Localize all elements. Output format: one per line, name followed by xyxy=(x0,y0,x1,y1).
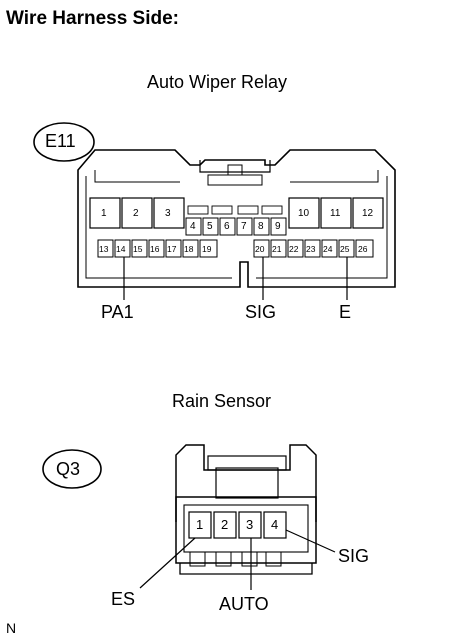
relay-pin-11: 11 xyxy=(330,208,341,219)
sensor-connector-id: Q3 xyxy=(56,459,81,479)
relay-caption: Auto Wiper Relay xyxy=(147,72,288,92)
relay-pin-22: 22 xyxy=(289,244,299,254)
relay-pin-2: 2 xyxy=(133,208,139,219)
relay-pin-14: 14 xyxy=(116,244,126,254)
relay-pin-26: 26 xyxy=(358,244,368,254)
relay-pin-1: 1 xyxy=(101,208,107,219)
relay-pin-8: 8 xyxy=(258,221,264,232)
sensor-pin-2: 2 xyxy=(221,517,229,532)
sensor-pin-3: 3 xyxy=(246,517,254,532)
relay-pin-17: 17 xyxy=(167,244,177,254)
relay-callout-pa1: PA1 xyxy=(101,302,134,322)
relay-pin-5: 5 xyxy=(207,221,213,232)
relay-pin-24: 24 xyxy=(323,244,333,254)
relay-pin-19: 19 xyxy=(202,244,212,254)
relay-pin-10: 10 xyxy=(298,208,310,219)
relay-pin-13: 13 xyxy=(99,244,109,254)
relay-callout-sig: SIG xyxy=(245,302,277,322)
relay-pin-4: 4 xyxy=(190,221,196,232)
sensor-id-ellipse xyxy=(42,449,102,489)
sensor-pin-4: 4 xyxy=(271,517,279,532)
relay-pin-3: 3 xyxy=(165,208,171,219)
relay-pin-15: 15 xyxy=(133,244,143,254)
page-title: Wire Harness Side: xyxy=(6,8,180,29)
relay-pin-25: 25 xyxy=(340,244,350,254)
relay-pin-21: 21 xyxy=(272,244,282,254)
relay-pin-9: 9 xyxy=(275,221,281,232)
relay-callout-e: E xyxy=(339,302,352,322)
relay-housing xyxy=(77,149,396,288)
relay-pin-7: 7 xyxy=(241,221,247,232)
relay-pin-6: 6 xyxy=(224,221,230,232)
relay-pin-20: 20 xyxy=(255,244,265,254)
corner-mark: N xyxy=(6,620,17,636)
sensor-callout-es: ES xyxy=(111,589,136,609)
relay-pin-23: 23 xyxy=(306,244,316,254)
relay-pin-12: 12 xyxy=(362,208,374,219)
relay-pin-18: 18 xyxy=(184,244,194,254)
sensor-callout-sig: SIG xyxy=(338,546,370,566)
sensor-caption: Rain Sensor xyxy=(172,391,272,411)
sensor-callout-auto: AUTO xyxy=(219,594,269,614)
relay-pin-16: 16 xyxy=(150,244,160,254)
relay-id-ellipse xyxy=(33,122,95,162)
relay-connector-id: E11 xyxy=(45,131,76,151)
sensor-pin-1: 1 xyxy=(196,517,204,532)
